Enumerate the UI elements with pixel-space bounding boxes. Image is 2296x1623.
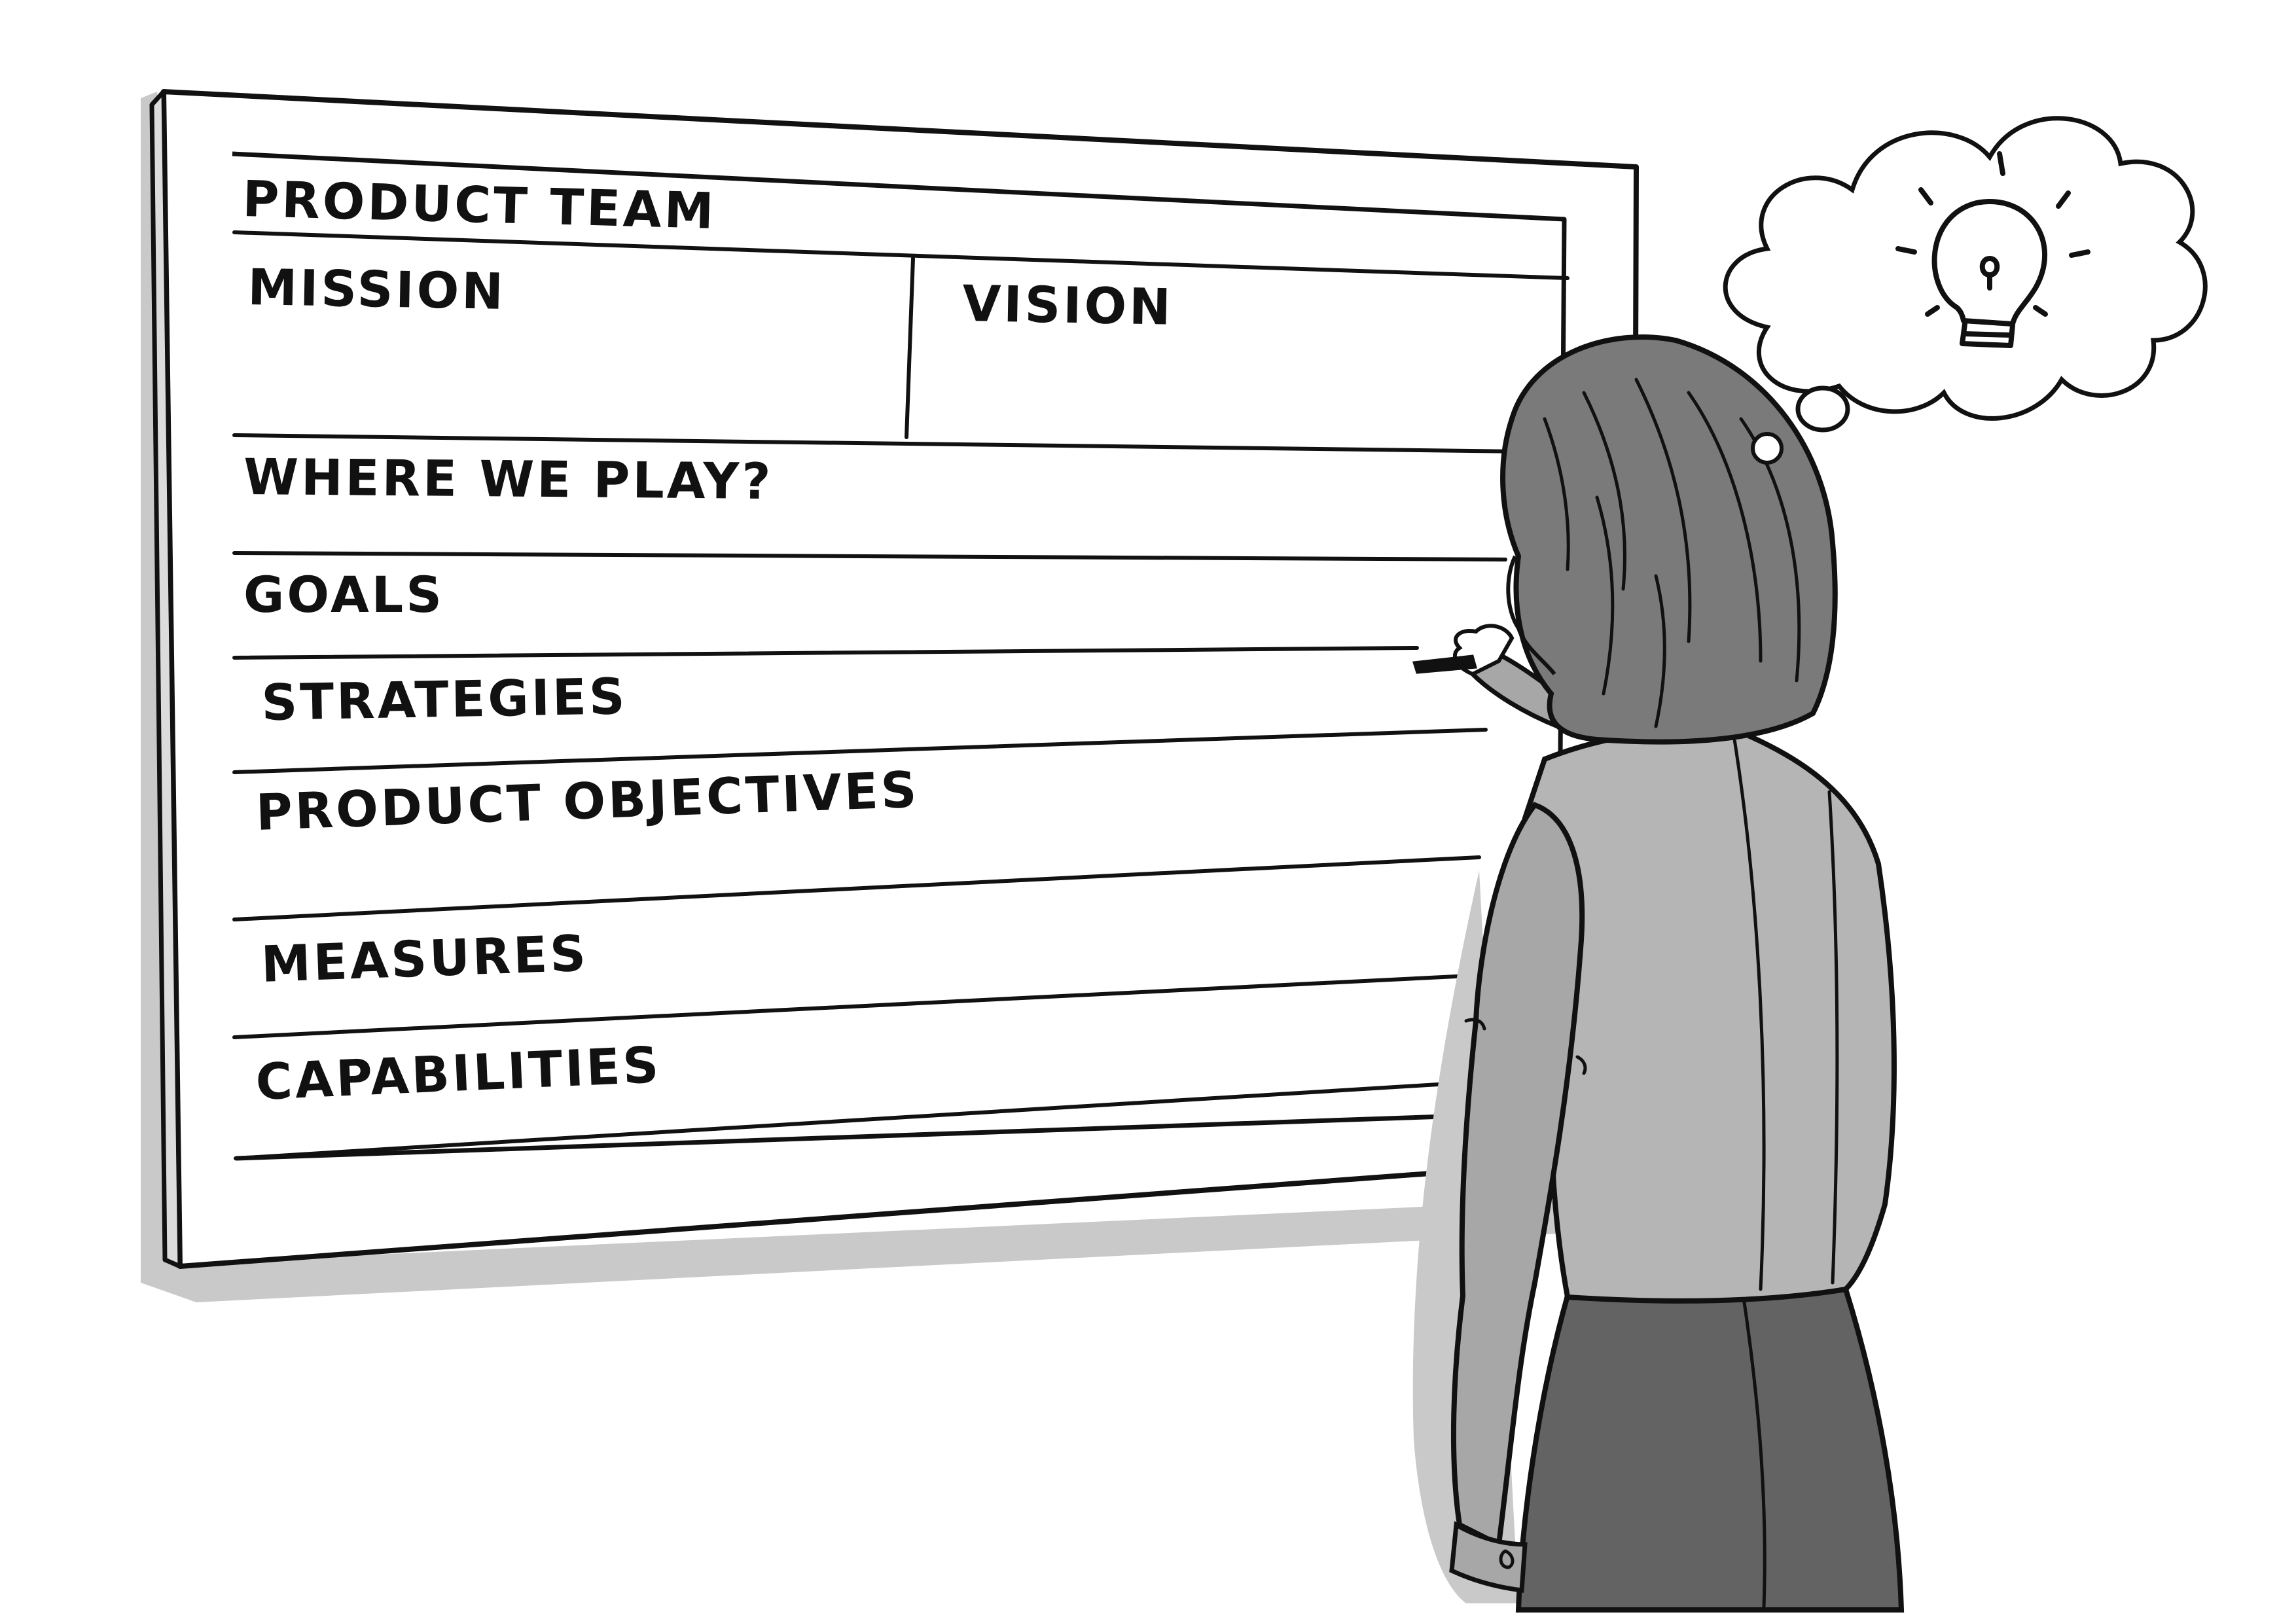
- hair-strands: [1543, 378, 1801, 728]
- label-mission: MISSION: [247, 258, 507, 321]
- skirt: [1515, 1286, 1905, 1613]
- thought-dot-large: [1795, 385, 1850, 433]
- lightbulb-icon: [1895, 151, 2090, 348]
- label-goals: GOALS: [243, 565, 444, 624]
- label-strategies: STRATEGIES: [261, 667, 628, 732]
- whiteboard: PRODUCT TEAM MISSION VISION WHERE WE PLA…: [141, 89, 1639, 1302]
- hair: [1500, 334, 1838, 745]
- whiteboard-edge: [149, 89, 183, 1269]
- label-where-we-play: WHERE WE PLAY?: [243, 448, 774, 510]
- cuff-button: [1499, 1549, 1515, 1569]
- canvas-dividers: [232, 230, 1570, 1160]
- thought-bubble: [1723, 116, 2208, 466]
- label-measures: MEASURES: [260, 924, 590, 993]
- cuff: [1449, 1521, 1528, 1593]
- label-product-team: PRODUCT TEAM: [242, 169, 717, 240]
- hair-clip: [1751, 432, 1784, 465]
- label-vision: VISION: [962, 274, 1174, 336]
- face: [1506, 555, 1556, 675]
- marker: [1412, 654, 1477, 674]
- person: [1412, 334, 1905, 1613]
